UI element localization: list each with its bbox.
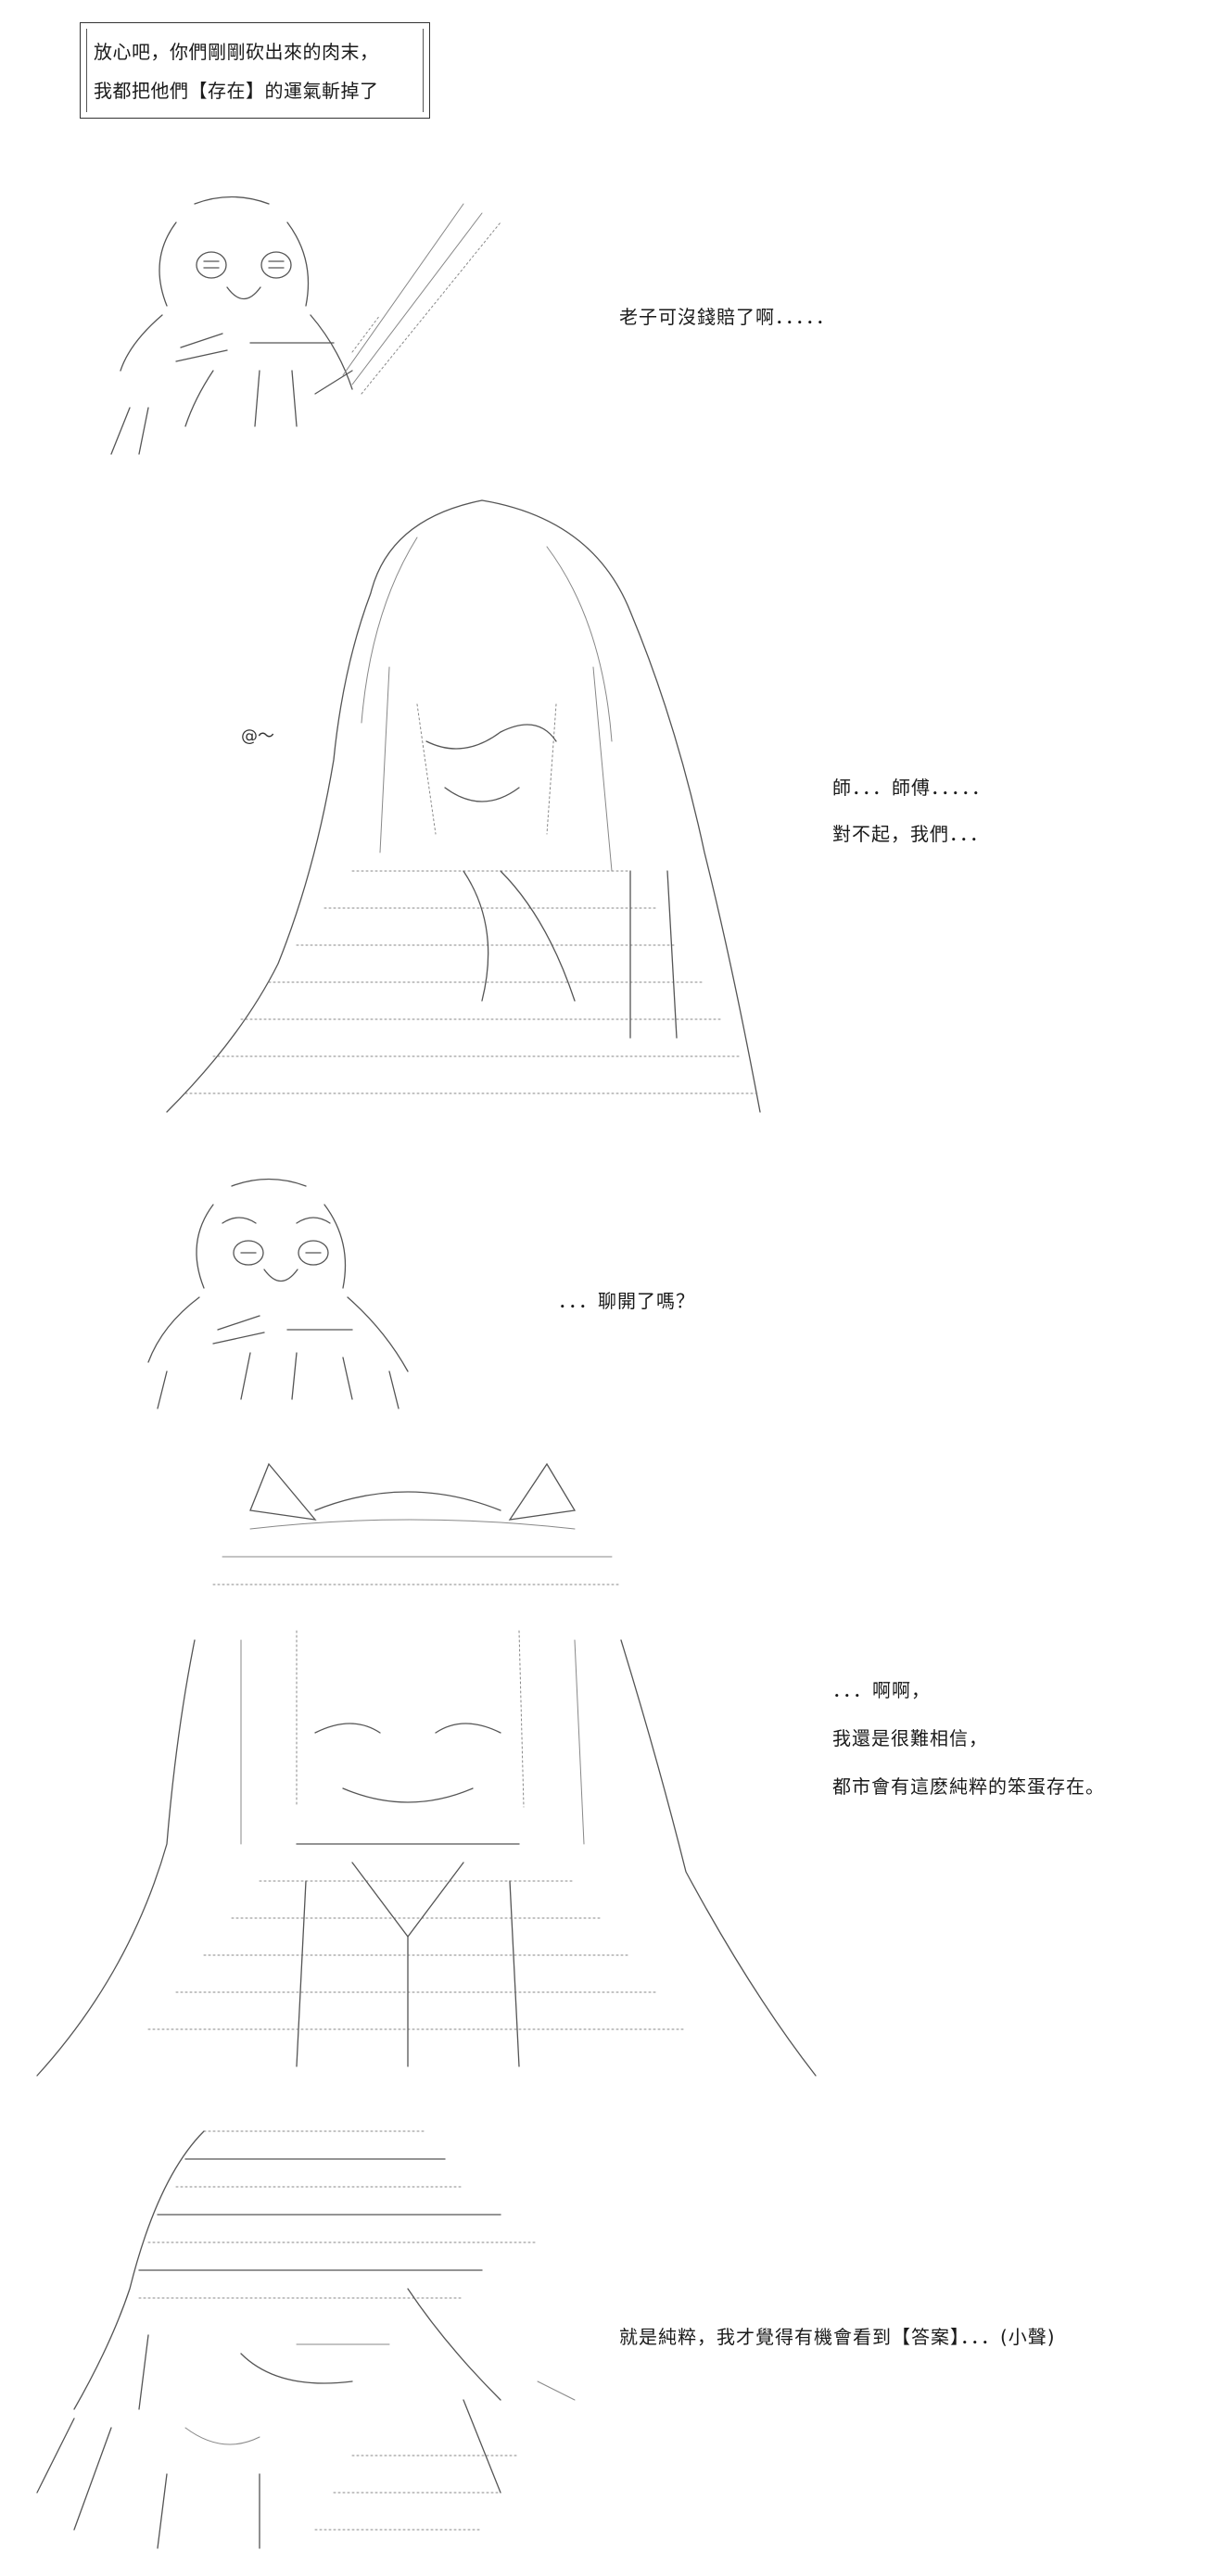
ascii-art-smiling-character — [147, 1178, 409, 1409]
ascii-art-hat-character — [36, 2130, 576, 2549]
dialogue-scene3-line1: ．．．聊開了嗎？ — [558, 1290, 695, 1312]
narration-box-right-rule — [423, 29, 424, 112]
dialogue-scene5-line1: 就是純粹，我才覺得有機會看到【答案】．．．(小聲) — [619, 2326, 1056, 2348]
dialogue-scene4-line1: ．．．啊啊， — [832, 1679, 931, 1701]
dialogue-scene4-line3: 都市會有這麽純粹的笨蛋存在。 — [832, 1775, 1105, 1798]
narration-line-2: 我都把他們【存在】的運氣斬掉了 — [94, 80, 379, 102]
ascii-art-long-haired-character: @～ — [166, 499, 761, 1113]
dialogue-scene1-line1: 老子可沒錢賠了啊．．．．． — [619, 306, 835, 328]
dialogue-scene2-line1: 師．．．師傅．．．．． — [832, 777, 991, 799]
ascii-art-aside-mark: @～ — [241, 726, 274, 746]
dialogue-scene4-line2: 我還是很難相信， — [832, 1727, 988, 1749]
narration-box: 放心吧，你們剛剛砍出來的肉末， 我都把他們【存在】的運氣斬掉了 — [80, 22, 430, 119]
dialogue-scene2-line2: 對不起，我們．．． — [832, 823, 989, 845]
narration-box-left-rule — [86, 29, 87, 112]
ascii-art-ribbon-character — [36, 1462, 817, 2077]
ascii-art-character-with-sword — [110, 196, 501, 455]
narration-line-1: 放心吧，你們剛剛砍出來的肉末， — [94, 41, 379, 63]
